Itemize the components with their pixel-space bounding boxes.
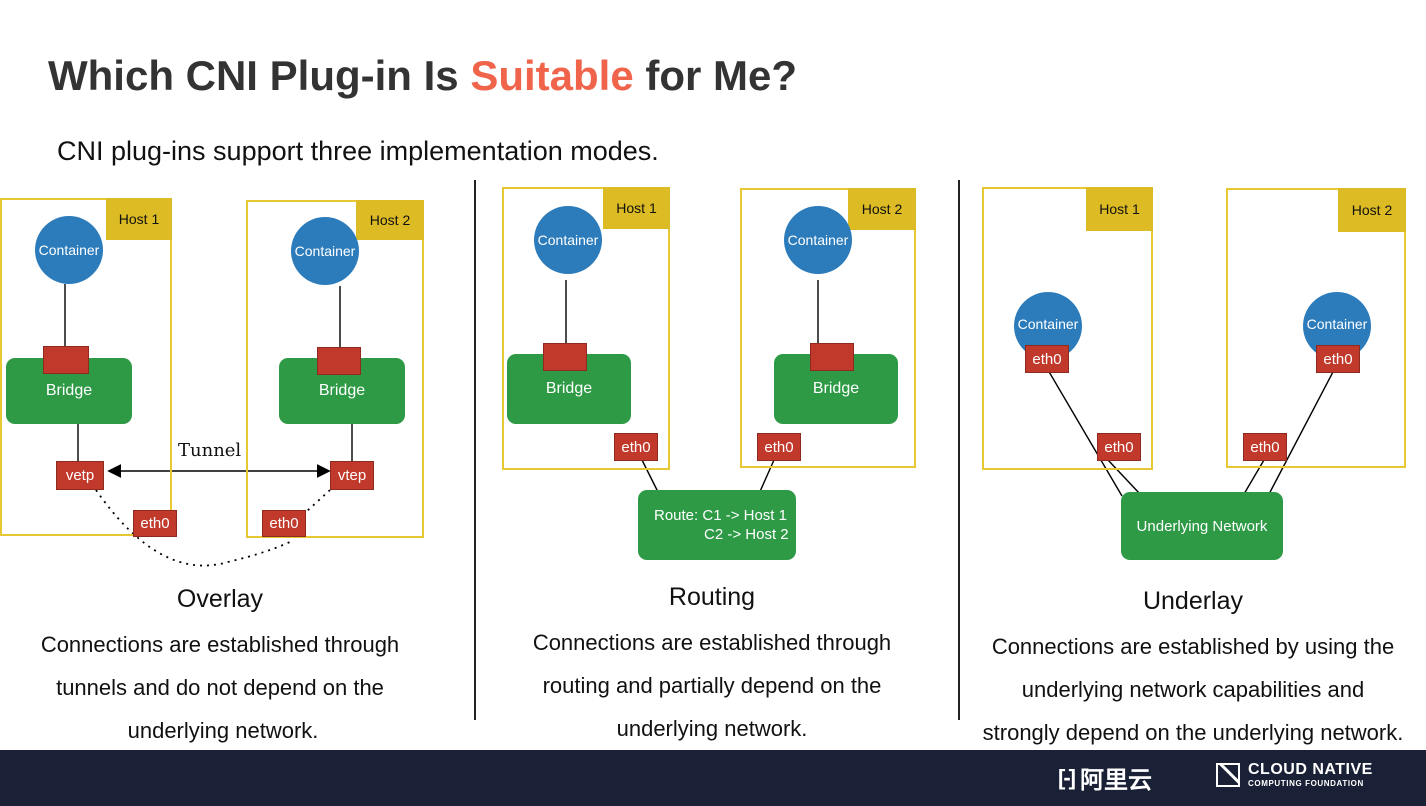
aliyun-mark-icon: [-] [1058, 764, 1076, 790]
routing-host-2-tag: Host 2 [848, 188, 916, 230]
overlay-bridge-1-port [43, 346, 89, 374]
underlay-container-2-eth0: eth0 [1316, 345, 1360, 373]
underlay-desc-line-2: underlying network capabilities and [1021, 677, 1365, 702]
underlay-host-1-tag: Host 1 [1086, 187, 1153, 231]
underlay-mode-title: Underlay [1142, 587, 1244, 615]
underlay-host-2 [1226, 188, 1406, 468]
routing-host-2 [740, 188, 916, 468]
overlay-eth0-port-1: eth0 [133, 510, 177, 537]
routing-desc-line-1: Connections are established through [532, 630, 892, 655]
overlay-container-1: Container [35, 216, 103, 284]
routing-eth0-port-2: eth0 [757, 433, 801, 461]
divider-left [474, 180, 476, 720]
overlay-mode-title: Overlay [176, 585, 264, 613]
routing-mode-description: Connections are established through rout… [497, 621, 927, 750]
underlay-eth0-port-1: eth0 [1097, 433, 1141, 461]
routing-eth0-port-1: eth0 [614, 433, 658, 461]
routing-desc-line-3: underlying network. [616, 716, 808, 741]
routing-route-table: Route: C1 -> Host 1 C2 -> Host 2 [638, 490, 796, 560]
slide-subtitle: CNI plug-ins support three implementatio… [57, 136, 659, 166]
tunnel-label: Tunnel [178, 440, 242, 461]
title-prefix: Which CNI Plug-in Is [48, 52, 471, 99]
overlay-bridge-2-port [317, 347, 361, 375]
aliyun-logo-text: 阿里云 [1079, 767, 1152, 794]
routing-container-1: Container [534, 206, 602, 274]
overlay-desc-line-2: tunnels and do not depend on the [56, 675, 384, 700]
cncf-main-text: CLOUD NATIVE [1248, 761, 1373, 778]
overlay-vetp-port: vetp [56, 461, 104, 490]
route-line-2: C2 -> Host 2 [704, 526, 789, 543]
aliyun-logo: [-] 阿里云 [1058, 760, 1152, 795]
slide-title: Which CNI Plug-in Is Suitable for Me? [48, 52, 797, 100]
route-line-1: Route: C1 -> Host 1 [654, 507, 787, 524]
overlay-desc-line-1: Connections are established through [40, 632, 400, 657]
slide-footer: [-] 阿里云 CLOUD NATIVE COMPUTING FOUNDATIO… [0, 750, 1426, 806]
routing-mode-title: Routing [668, 583, 756, 611]
overlay-host-1-tag: Host 1 [106, 198, 172, 240]
underlay-host-2-tag: Host 2 [1338, 188, 1406, 232]
routing-bridge-1-port [543, 343, 587, 371]
routing-bridge-2-port [810, 343, 854, 371]
cncf-logo-text: CLOUD NATIVE COMPUTING FOUNDATION [1248, 762, 1373, 788]
cncf-icon [1216, 763, 1240, 787]
overlay-mode-description: Connections are established through tunn… [10, 623, 430, 752]
cncf-sub-text: COMPUTING FOUNDATION [1248, 779, 1364, 788]
routing-container-2: Container [784, 206, 852, 274]
divider-right [958, 180, 960, 720]
underlay-desc-line-3: strongly depend on the underlying networ… [982, 720, 1404, 745]
overlay-host-2-tag: Host 2 [356, 200, 424, 240]
routing-host-1 [502, 187, 670, 470]
underlay-mode-description: Connections are established by using the… [960, 625, 1426, 754]
underlay-container-1-eth0: eth0 [1025, 345, 1069, 373]
title-highlight: Suitable [470, 52, 634, 99]
overlay-eth0-port-2: eth0 [262, 510, 306, 537]
underlay-host-1 [982, 187, 1153, 470]
overlay-desc-line-3: underlying network. [127, 718, 319, 743]
overlay-container-2: Container [291, 217, 359, 285]
routing-desc-line-2: routing and partially depend on the [542, 673, 882, 698]
overlay-host-1 [0, 198, 172, 536]
routing-host-1-tag: Host 1 [603, 187, 670, 229]
overlay-vtep-port: vtep [330, 461, 374, 490]
underlay-underlying-network: Underlying Network [1121, 492, 1283, 560]
cncf-logo: CLOUD NATIVE COMPUTING FOUNDATION [1216, 762, 1373, 788]
overlay-host-2 [246, 200, 424, 538]
underlay-desc-line-1: Connections are established by using the [991, 634, 1395, 659]
title-suffix: for Me? [633, 52, 798, 99]
underlay-eth0-port-2: eth0 [1243, 433, 1287, 461]
